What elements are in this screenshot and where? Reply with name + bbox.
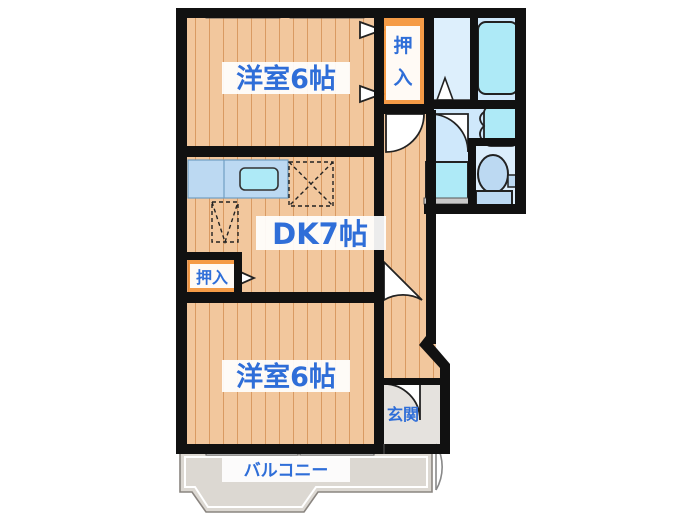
folding-door-n2[interactable] — [359, 84, 385, 104]
closet-label-north-char2: 入 — [393, 67, 412, 89]
wall-between-north-dk — [176, 146, 384, 157]
wall-rooms-right — [374, 146, 384, 452]
wall-top-right — [424, 8, 526, 18]
room-label-dk: DK7帖 — [272, 217, 368, 251]
label-bg-closet-dk — [190, 264, 234, 288]
wall-closet-north-right — [424, 14, 430, 110]
wall-entry-right — [440, 380, 450, 446]
toilet-icon — [477, 154, 509, 194]
kitchen-counter — [187, 159, 289, 199]
entrance-label: 玄関 — [387, 405, 419, 424]
room-label-south: 洋室6帖 — [236, 361, 336, 393]
label-bg-dk — [256, 216, 386, 250]
label-bg-south — [222, 360, 350, 392]
wall-bottom — [176, 444, 438, 454]
wall-toilet-top — [468, 138, 524, 146]
wall-between-dk-south — [176, 292, 384, 303]
wall-entry-bottom — [380, 444, 450, 454]
label-bg-north — [222, 62, 350, 94]
storage-mark-1-cross — [288, 161, 334, 207]
storage-mark-2-v — [211, 201, 239, 245]
wall-bath-inner — [470, 18, 478, 102]
dk-storage-marks — [211, 161, 334, 245]
room-labels: 洋室6帖 DK7帖 洋室6帖 押 入 押入 玄関 バルコニー — [190, 26, 420, 482]
wall-toilet-left — [468, 138, 476, 208]
toilet-tank — [475, 190, 513, 206]
wall-left — [176, 8, 187, 454]
folding-door-n1[interactable] — [359, 20, 385, 40]
wall-hall-right-upper — [426, 110, 436, 208]
wall-closet-north-bottom — [374, 104, 432, 114]
kitchen — [187, 159, 289, 199]
wall-room-north-right — [374, 8, 384, 158]
wall-closet-dk-right — [234, 252, 242, 300]
floor-hall-corner — [384, 300, 448, 384]
wall-genkan-top — [378, 378, 446, 385]
wall-right-bath — [515, 8, 526, 214]
label-bg-balcony — [222, 458, 350, 482]
balcony-label: バルコニー — [244, 461, 329, 481]
bathtub-icon — [477, 21, 519, 95]
walls — [176, 8, 526, 454]
kitchen-sink-icon — [239, 167, 279, 191]
wall-closet-dk-top — [186, 252, 240, 260]
door-swing-dk[interactable] — [383, 259, 423, 302]
wall-top — [176, 8, 432, 18]
wall-hall-right-lower — [426, 208, 436, 344]
pipe-icon — [479, 111, 486, 143]
closet-label-north-char1: 押 — [393, 34, 412, 57]
closet-label-dk: 押入 — [196, 268, 228, 287]
label-bg-closet-north — [386, 26, 420, 100]
balcony-inner-line — [184, 456, 428, 508]
wall-diagonal-entry — [419, 336, 450, 384]
bath-anteroom — [430, 12, 476, 104]
room-label-north: 洋室6帖 — [236, 63, 336, 95]
storage-mark-1 — [288, 161, 334, 207]
wall-bath-mid — [426, 100, 516, 109]
door-swing-hall-north[interactable] — [385, 113, 425, 153]
wall-bath-bottom — [424, 204, 526, 214]
